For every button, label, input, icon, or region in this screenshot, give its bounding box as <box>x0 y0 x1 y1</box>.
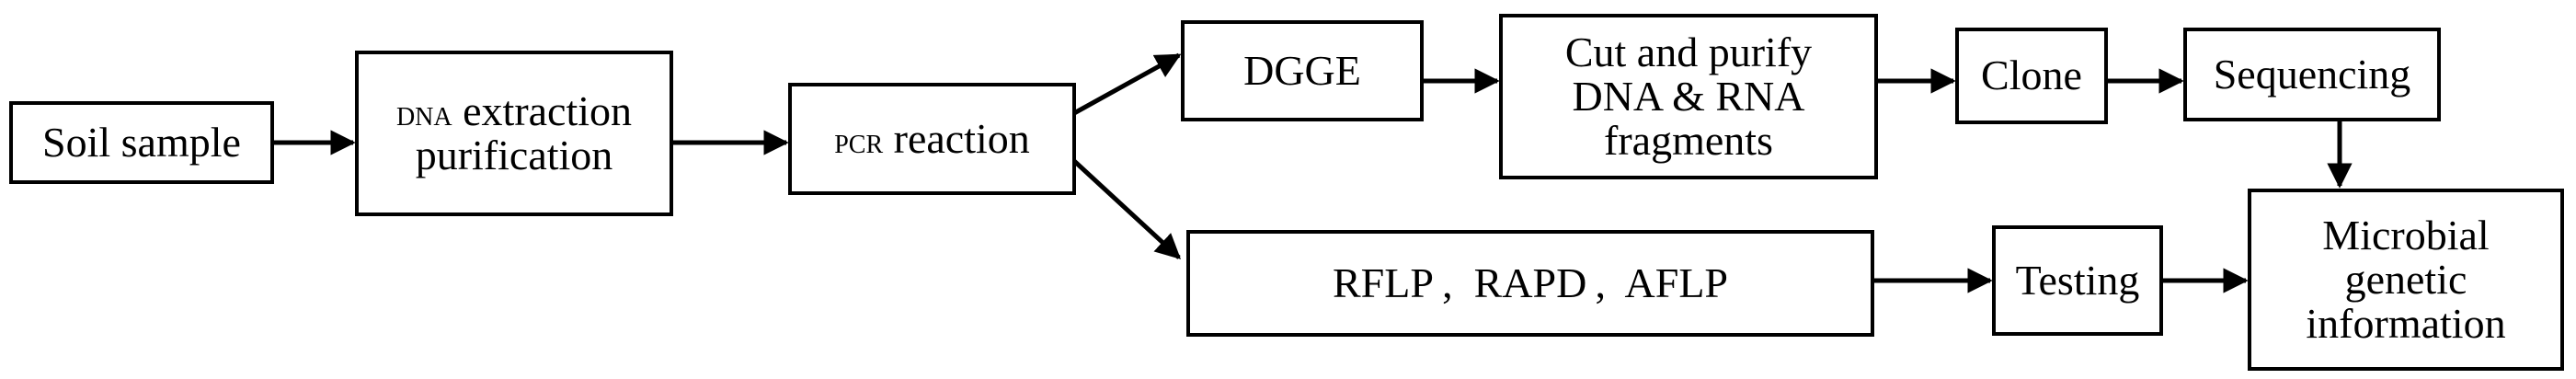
microbial-line2: genetic <box>2344 255 2467 303</box>
rflp-rapd-aflp-box: RFLP , RAPD , AFLP <box>1186 230 1874 337</box>
microbial-line1: Microbial <box>2322 211 2490 258</box>
clone-label: Clone <box>1981 52 2082 99</box>
dgge-label: DGGE <box>1243 46 1361 94</box>
dna-extraction-line1: extraction <box>452 86 633 134</box>
dna-extraction-line2: purification <box>415 132 613 178</box>
cut-purify-line3: fragments <box>1604 117 1773 165</box>
clone-box: Clone <box>1955 28 2108 124</box>
pcr-abbrev: PCR <box>834 119 884 161</box>
dgge-box: DGGE <box>1181 20 1424 121</box>
cut-purify-line2: DNA & RNA <box>1572 72 1805 120</box>
soil-sample-label: Soil sample <box>42 118 241 166</box>
sequencing-box: Sequencing <box>2183 28 2441 121</box>
pcr-reaction-box: PCR reaction <box>788 83 1076 195</box>
soil-sample-box: Soil sample <box>9 101 274 184</box>
rflp-rapd-aflp-label: RFLP , RAPD , AFLP <box>1332 258 1728 306</box>
arrow-pcr-to-rflp <box>1072 159 1182 259</box>
testing-box: Testing <box>1992 225 2163 336</box>
pcr-reaction-label: reaction <box>883 114 1030 162</box>
testing-label: Testing <box>2015 256 2140 304</box>
dna-abbrev: DNA <box>395 91 452 133</box>
arrow-pcr-to-dgge <box>1072 52 1182 116</box>
sequencing-label: Sequencing <box>2213 50 2411 98</box>
microbial-line3: information <box>2306 300 2506 348</box>
cut-purify-line1: Cut and purify <box>1564 28 1813 75</box>
